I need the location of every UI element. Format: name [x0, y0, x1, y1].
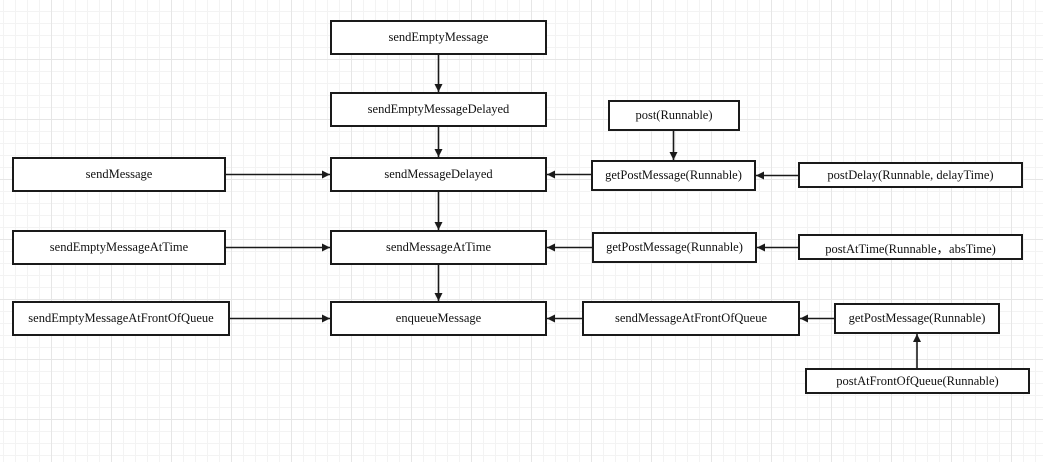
node-send-empty-message-at-front-of-queue[interactable]: sendEmptyMessageAtFrontOfQueue	[12, 301, 230, 336]
node-send-message-at-front-of-queue[interactable]: sendMessageAtFrontOfQueue	[582, 301, 800, 336]
node-post-delay[interactable]: postDelay(Runnable, delayTime)	[798, 162, 1023, 188]
node-send-message-delayed[interactable]: sendMessageDelayed	[330, 157, 547, 192]
node-send-empty-message[interactable]: sendEmptyMessage	[330, 20, 547, 55]
node-get-post-message-3[interactable]: getPostMessage(Runnable)	[834, 303, 1000, 334]
node-get-post-message-1[interactable]: getPostMessage(Runnable)	[591, 160, 756, 191]
node-get-post-message-2[interactable]: getPostMessage(Runnable)	[592, 232, 757, 263]
node-send-message[interactable]: sendMessage	[12, 157, 226, 192]
node-post-at-front-of-queue[interactable]: postAtFrontOfQueue(Runnable)	[805, 368, 1030, 394]
node-post-at-time[interactable]: postAtTime(Runnable，absTime)	[798, 234, 1023, 260]
node-post-runnable[interactable]: post(Runnable)	[608, 100, 740, 131]
node-send-empty-message-delayed[interactable]: sendEmptyMessageDelayed	[330, 92, 547, 127]
node-send-message-at-time[interactable]: sendMessageAtTime	[330, 230, 547, 265]
node-enqueue-message[interactable]: enqueueMessage	[330, 301, 547, 336]
node-send-empty-message-at-time[interactable]: sendEmptyMessageAtTime	[12, 230, 226, 265]
